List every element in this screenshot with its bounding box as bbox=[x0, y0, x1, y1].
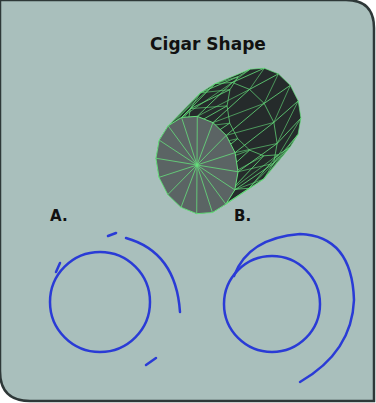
mesh-line bbox=[235, 134, 298, 189]
mesh-spoke bbox=[197, 165, 212, 213]
mesh-line bbox=[226, 85, 290, 135]
sketch-tick-a bbox=[146, 358, 156, 365]
mesh-line bbox=[213, 74, 278, 123]
sketches bbox=[50, 233, 354, 382]
mesh-line bbox=[182, 69, 251, 117]
sketch-outline-b bbox=[234, 234, 354, 382]
mesh-spoke bbox=[159, 165, 197, 177]
mesh-spoke bbox=[182, 117, 197, 165]
cigar-mesh bbox=[156, 68, 301, 213]
mesh-spoke bbox=[197, 165, 226, 204]
sketch-circle-a bbox=[50, 252, 150, 352]
mesh-line bbox=[235, 134, 298, 189]
mesh-spoke bbox=[197, 116, 198, 165]
sketch-circle-b bbox=[224, 256, 320, 352]
mesh-line bbox=[213, 74, 278, 123]
mesh-line bbox=[182, 69, 251, 117]
mesh-spoke bbox=[181, 165, 197, 207]
sketch-tick-a bbox=[108, 233, 116, 236]
cigar-body bbox=[156, 68, 301, 213]
mesh-spoke bbox=[156, 158, 197, 165]
mesh-spoke bbox=[196, 165, 197, 214]
mesh-spoke bbox=[197, 135, 226, 165]
mesh-spoke bbox=[168, 126, 197, 165]
sketch-arc-a bbox=[126, 238, 180, 312]
mesh-spoke bbox=[197, 123, 213, 165]
mesh-line bbox=[197, 68, 264, 116]
figure-label: A. bbox=[50, 207, 68, 225]
mesh-spoke bbox=[197, 165, 235, 190]
mesh-spoke bbox=[159, 140, 197, 165]
sketch-tick-a bbox=[56, 263, 60, 272]
figure-label: B. bbox=[234, 207, 251, 225]
mesh-line bbox=[226, 85, 290, 135]
title: Cigar Shape bbox=[150, 34, 266, 54]
cigar-end-face bbox=[156, 116, 238, 213]
mesh-spoke bbox=[197, 165, 238, 172]
mesh-ring bbox=[227, 68, 301, 156]
mesh-line bbox=[197, 68, 264, 116]
